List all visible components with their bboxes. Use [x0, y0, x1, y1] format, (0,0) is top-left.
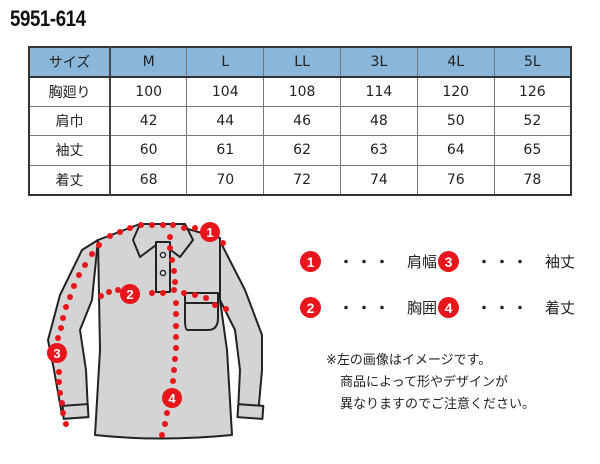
polo-shirt-icon: 1 2 3 4: [47, 222, 265, 440]
svg-text:2: 2: [126, 287, 133, 302]
table-row: 胸廻り 100 104 108 114 120 126: [28, 76, 572, 107]
table-cell: 76: [416, 164, 495, 195]
table-cell: 62: [263, 135, 341, 166]
svg-text:4: 4: [168, 391, 176, 406]
row-label: 胸廻り: [28, 76, 111, 107]
note-line-1: ※左の画像はイメージです。: [326, 353, 492, 368]
row-label: 肩巾: [28, 105, 111, 136]
legend-item-3: 3 ・・・ 袖丈: [438, 251, 575, 272]
legend-dots: ・・・: [477, 254, 531, 271]
marker-badge-4: 4: [438, 297, 459, 318]
table-cell: 64: [416, 135, 495, 166]
table-cell: 63: [339, 135, 418, 166]
table-cell: 44: [186, 105, 265, 136]
table-row: 袖丈 60 61 62 63 64 65: [28, 135, 572, 166]
header-cell: M: [109, 46, 188, 78]
header-size: サイズ: [28, 46, 111, 78]
svg-text:3: 3: [53, 346, 60, 361]
table-cell: 52: [493, 105, 572, 136]
note-line-3: 異なりますのでご注意ください。: [340, 397, 536, 412]
legend-item-2: 2 ・・・ 胸囲: [300, 297, 437, 318]
legend-label: 着丈: [545, 299, 576, 317]
header-cell: 5L: [493, 46, 572, 78]
header-cell: 3L: [339, 46, 418, 78]
table-cell: 74: [339, 164, 418, 195]
header-cell: 4L: [416, 46, 495, 78]
table-cell: 42: [109, 105, 188, 136]
shirt-diagram: 1 2 3 4: [30, 210, 280, 454]
legend-dots: ・・・: [339, 300, 393, 317]
legend-dots: ・・・: [339, 254, 393, 271]
marker-1: 1 2 3 4: [47, 222, 220, 408]
table-row: 肩巾 42 44 46 48 50 52: [28, 105, 572, 136]
marker-badge-1: 1: [300, 251, 321, 272]
legend-item-4: 4 ・・・ 着丈: [438, 297, 575, 318]
table-cell: 120: [416, 76, 495, 107]
table-cell: 72: [263, 164, 341, 195]
table-cell: 78: [493, 164, 572, 195]
legend-label: 袖丈: [545, 253, 576, 271]
table-cell: 65: [493, 135, 572, 166]
table-cell: 100: [109, 76, 188, 107]
table-cell: 48: [339, 105, 418, 136]
table-cell: 70: [186, 164, 265, 195]
table-cell: 50: [416, 105, 495, 136]
product-code: 5951-614: [10, 6, 86, 31]
marker-badge-3: 3: [438, 251, 459, 272]
legend-label: 肩幅: [407, 253, 438, 271]
marker-badge-2: 2: [300, 297, 321, 318]
table-row: 着丈 68 70 72 74 76 78: [28, 164, 572, 195]
legend-dots: ・・・: [477, 300, 531, 317]
table-header-row: サイズ M L LL 3L 4L 5L: [28, 46, 572, 78]
header-cell: LL: [263, 46, 341, 78]
header-cell: L: [186, 46, 265, 78]
legend-item-1: 1 ・・・ 肩幅: [300, 251, 437, 272]
size-chart-table: サイズ M L LL 3L 4L 5L 胸廻り 100 104 108 114 …: [28, 46, 572, 196]
disclaimer-note: ※左の画像はイメージです。 商品によって形やデザインが 異なりますのでご注意くだ…: [326, 350, 535, 416]
svg-text:1: 1: [206, 225, 213, 240]
table-cell: 104: [186, 76, 265, 107]
table-cell: 46: [263, 105, 341, 136]
table-cell: 68: [109, 164, 188, 195]
note-line-2: 商品によって形やデザインが: [340, 375, 508, 390]
legend-label: 胸囲: [407, 299, 438, 317]
table-cell: 108: [263, 76, 341, 107]
table-cell: 61: [186, 135, 265, 166]
row-label: 着丈: [28, 164, 111, 195]
row-label: 袖丈: [28, 135, 111, 166]
table-cell: 60: [109, 135, 188, 166]
table-cell: 114: [339, 76, 418, 107]
table-cell: 126: [493, 76, 572, 107]
